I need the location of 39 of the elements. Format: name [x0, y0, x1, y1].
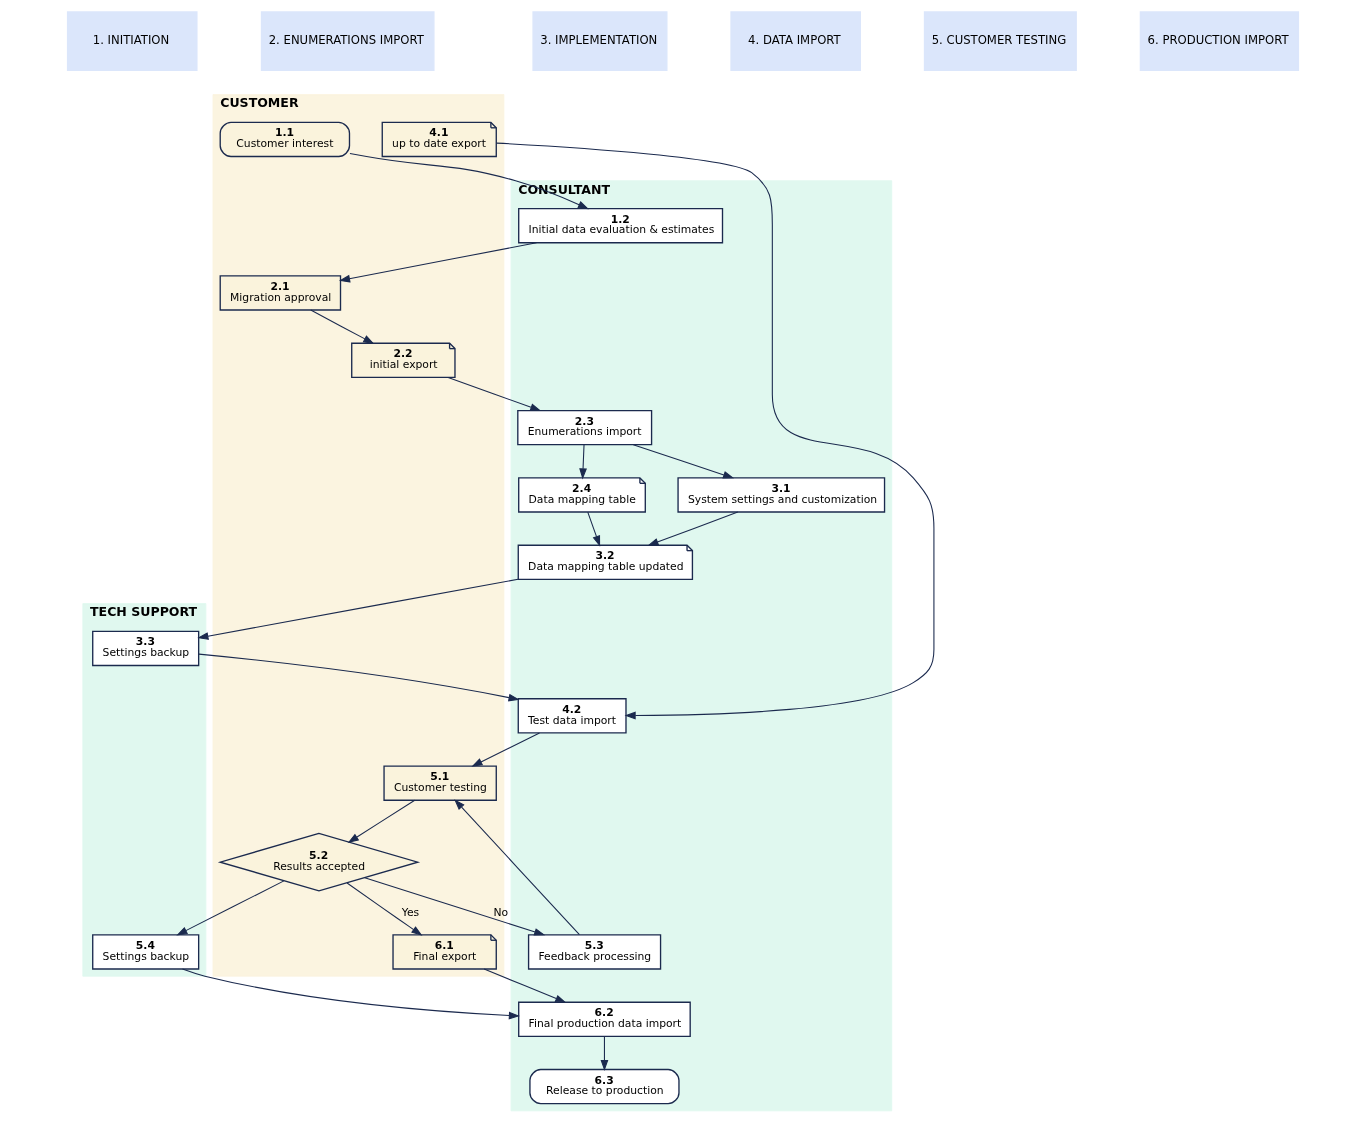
node-box: 1. INITIATION	[66, 11, 198, 71]
node-box: 1.1 Customer interest	[219, 121, 351, 158]
arrow	[587, 511, 601, 547]
arrow	[447, 376, 542, 412]
arrow	[181, 968, 520, 1020]
node-box: 2.1 Migration approval	[219, 275, 342, 311]
arrow	[471, 732, 541, 767]
arrow	[310, 309, 375, 344]
edge-label: Yes	[401, 905, 420, 919]
arrow	[338, 242, 538, 283]
arrow	[349, 152, 589, 210]
node-box: 4.2 Test data import	[517, 698, 627, 734]
arrow	[346, 882, 423, 936]
node-box: 3.1 System settings and customization	[677, 477, 886, 513]
arrow	[495, 142, 935, 720]
node-box: 3.3 Settings backup	[92, 630, 200, 667]
arrow	[176, 880, 285, 936]
node-box: 2.3 Enumerations import	[517, 409, 653, 446]
node-box: 5.3 Feedback processing	[527, 934, 662, 970]
node-box: 2. ENUMERATIONS IMPORT	[260, 11, 435, 71]
node-box: 6. PRODUCTION IMPORT	[1139, 11, 1300, 71]
node-box: 3. IMPLEMENTATION	[532, 11, 668, 71]
arrow	[197, 578, 519, 640]
node-box: 6.3 Release to production	[529, 1068, 680, 1105]
arrow	[647, 511, 739, 546]
node-box: 5. CUSTOMER TESTING	[923, 11, 1077, 71]
arrow	[364, 877, 546, 936]
node-box: 6.2 Final production data import	[518, 1001, 691, 1037]
node-box: 5.1 Customer testing	[383, 765, 497, 801]
node-box: 5.4 Settings backup	[92, 934, 200, 970]
node-box: 1.2 Initial data evaluation & estimates	[518, 207, 724, 244]
arrow	[198, 653, 520, 702]
node-box: 4. DATA IMPORT	[730, 11, 861, 71]
arrow	[632, 444, 735, 479]
arrow	[600, 1035, 609, 1072]
arrow	[483, 968, 567, 1003]
arrow	[579, 444, 587, 480]
arrow	[347, 799, 416, 843]
arrow	[454, 799, 580, 936]
